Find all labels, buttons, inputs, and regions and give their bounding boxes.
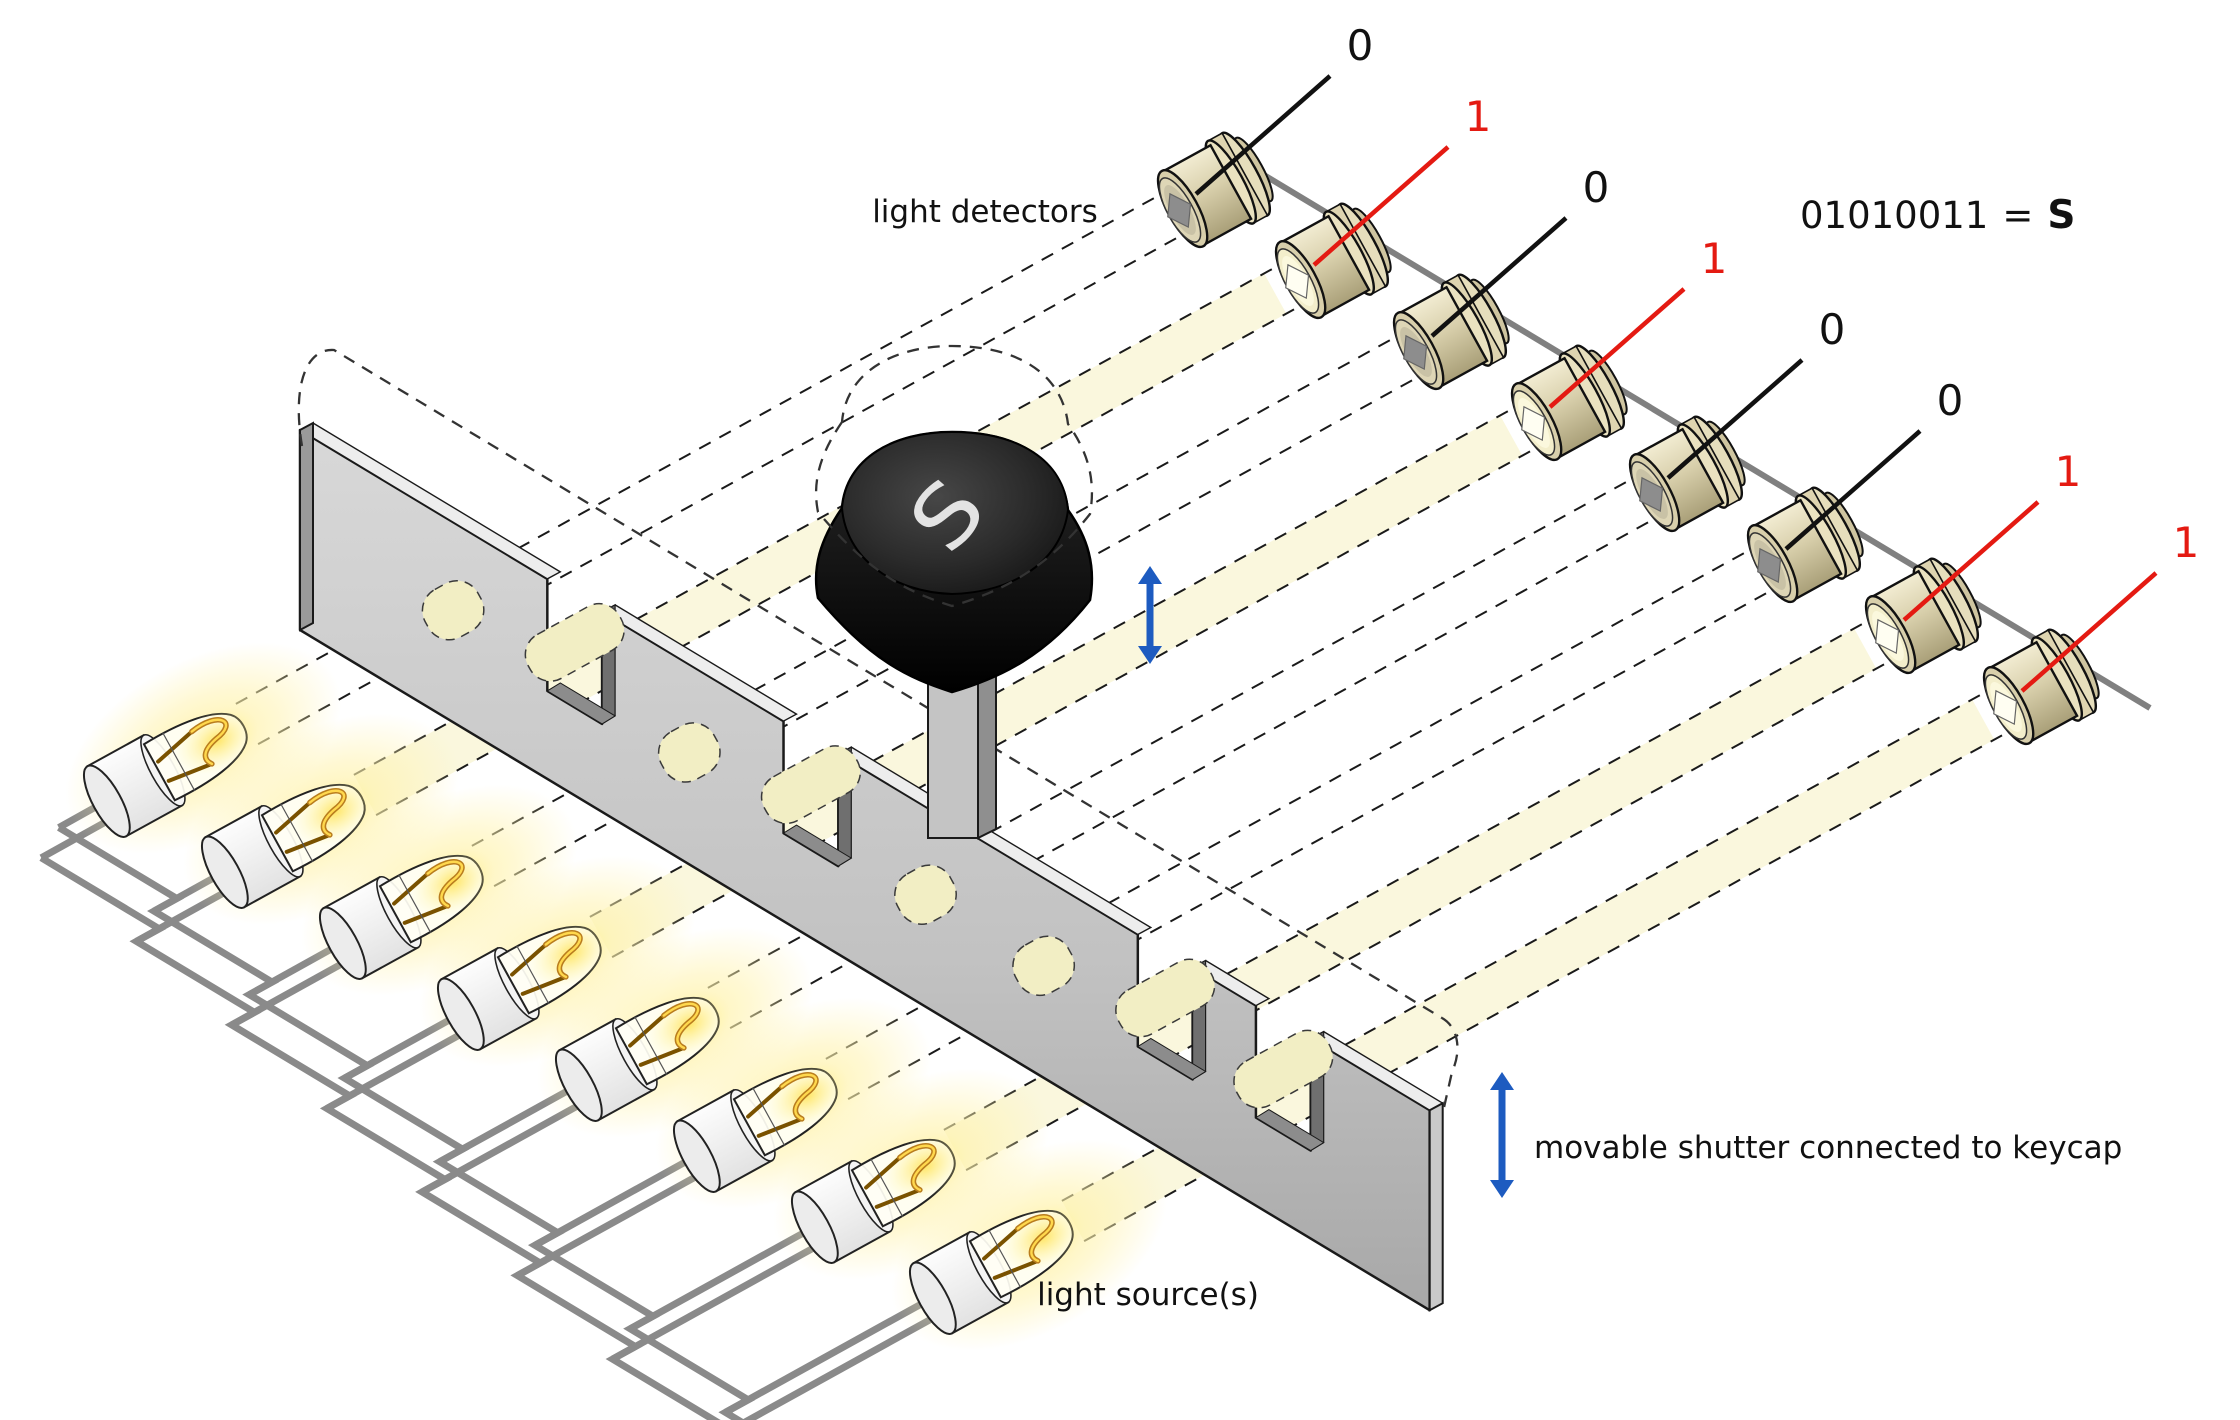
bit-wire [1902,500,2040,622]
light-detector [1156,131,1274,249]
light-beam [235,189,1192,745]
blocked-beam-spot [894,864,957,925]
beam-through-slot [1115,958,1216,1038]
light-sources [65,642,1168,1351]
movable-shutter-label: movable shutter connected to keycap [1534,1130,2122,1166]
bit-digit: 1 [1701,234,1728,283]
movement-arrows [1138,566,1514,1198]
bit-readout: 0 [1430,163,1610,338]
bit-digit: 1 [1465,92,1492,141]
bit-readout: 0 [1784,376,1964,551]
bit-wire [1548,287,1686,409]
bit-wire [2020,571,2158,693]
beam-through-slot [1233,1029,1334,1109]
light-detector [1864,557,1982,675]
light-detector [1982,628,2100,746]
bit-digit: 0 [1819,305,1846,354]
binary-readout: 01010011=S [1800,193,2075,238]
bit-readout: 0 [1666,305,1846,480]
beam-through-slot [760,745,862,825]
bit-readout: 1 [1312,92,1492,267]
bit-wire [1666,358,1804,480]
vertical-motion-arrow [1490,1072,1514,1198]
light-beam [1061,686,2018,1242]
bit-wire [1194,74,1332,196]
keycap-raised-dashed-outline [814,344,1094,608]
vertical-motion-arrow [1138,566,1162,664]
light-sources-label: light source(s) [1037,1277,1259,1313]
light-beam [943,615,1900,1171]
bit-readout: 1 [1548,234,1728,409]
light-detector [1628,415,1746,533]
blocked-beam-spot [657,722,721,783]
bit-wires-and-labels: 0 1 0 1 0 0 1 1 [1194,21,2200,693]
bit-readout: 0 [1194,21,1374,196]
bit-digit: 0 [1937,376,1964,425]
bit-digit: 0 [1347,21,1374,70]
light-beam [707,473,1664,1029]
bit-digit: 1 [2055,447,2082,496]
light-detector [1510,344,1628,462]
bit-wire [1430,216,1568,338]
light-beam [825,544,1782,1100]
bit-wire [1312,145,1450,267]
shutter-raised-dashed-outline [297,348,1459,1113]
bit-readout: 1 [1902,447,2082,622]
light-detector [1392,273,1510,391]
blocked-beam-spot [421,579,485,641]
beam-spots [421,579,1334,1109]
keycap-top-face [840,430,1070,596]
bit-readout: 1 [2020,518,2200,693]
light-detector [1746,486,1864,604]
light-beam [589,402,1546,958]
light-bulb [891,1139,1168,1351]
light-bulb [419,855,696,1067]
blocked-beam-spot [1012,935,1076,997]
light-beams [235,189,2018,1242]
beam-through-slot [524,602,625,682]
keycap-stem [927,637,997,840]
light-detector [1274,202,1392,320]
light-detectors-row [1156,131,2100,746]
light-detectors-label: light detectors [872,194,1098,230]
bit-digit: 0 [1583,163,1610,212]
bit-wire [1784,429,1922,551]
bit-digit: 1 [2173,518,2200,567]
keycap: S [814,344,1094,694]
